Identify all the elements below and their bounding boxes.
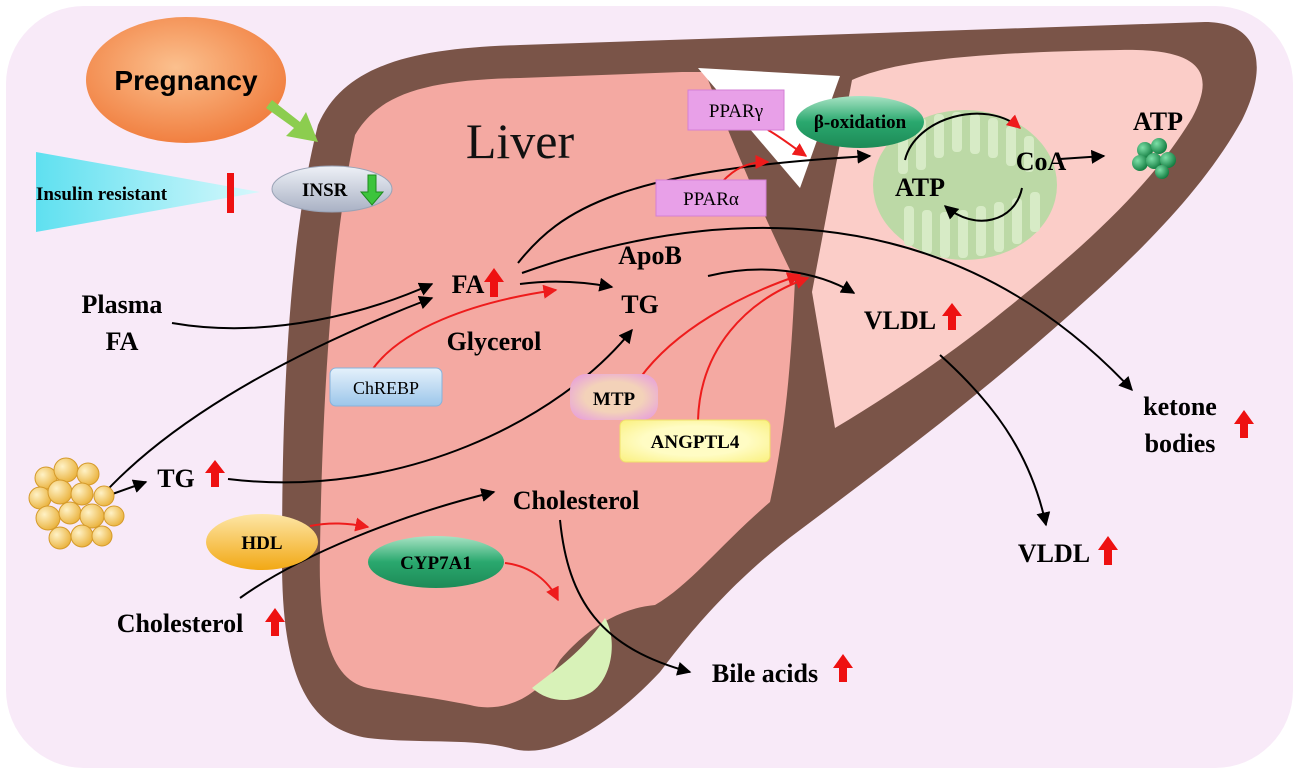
arrow-plasma-fa-to-fa bbox=[171, 282, 434, 330]
vldl-liver-label: VLDL bbox=[864, 306, 936, 335]
arrow-cholesterol-uptake bbox=[239, 488, 496, 599]
bile-acids-up-arrow-icon bbox=[833, 654, 853, 682]
beta-oxidation-label: β-oxidation bbox=[814, 112, 907, 133]
arrow-coa-to-atp bbox=[1059, 149, 1106, 164]
atp-inside-label: ATP bbox=[895, 173, 945, 202]
atp-spheres-icon bbox=[1132, 138, 1176, 179]
arrow-angptl4-regulation bbox=[697, 275, 810, 421]
tg-plasma-label: TG bbox=[157, 464, 195, 493]
down-arrow-icon bbox=[359, 174, 385, 206]
arrow-fa-to-ketone bbox=[521, 226, 1133, 392]
insr-label: INSR bbox=[302, 180, 348, 201]
arrow-chrebp-regulation bbox=[371, 284, 558, 371]
arrow-cholesterol-to-bile bbox=[559, 519, 692, 676]
mtp-box bbox=[570, 374, 658, 420]
fa-label: FA bbox=[452, 270, 485, 299]
fa-up-arrow-icon bbox=[484, 268, 504, 297]
glycerol-label: Glycerol bbox=[447, 327, 542, 356]
ppar-alpha-label: PPARα bbox=[683, 189, 739, 210]
arrow-hdl-regulation bbox=[309, 517, 370, 532]
ketone-up-arrow-icon bbox=[1234, 410, 1254, 438]
arrow-fa-to-oxidation bbox=[517, 149, 872, 264]
arrow-mtp-regulation bbox=[639, 272, 802, 379]
arrow-ppar-alpha-regulation bbox=[721, 155, 770, 183]
cholesterol-liver-label: Cholesterol bbox=[513, 486, 640, 515]
vldl-secreted-up-arrow-icon bbox=[1098, 536, 1118, 565]
hdl-label: HDL bbox=[241, 533, 282, 554]
gallbladder bbox=[532, 618, 612, 701]
chrebp-label: ChREBP bbox=[353, 378, 419, 398]
insr-ellipse bbox=[271, 165, 393, 213]
pregnancy-arrow bbox=[266, 100, 318, 142]
cycle-arrow-bottom bbox=[943, 187, 1023, 222]
ketone-label-line2: bodies bbox=[1145, 429, 1216, 458]
cyp7a1-label: CYP7A1 bbox=[400, 553, 472, 574]
tg-up-arrow-icon bbox=[205, 460, 225, 487]
pregnancy-ellipse bbox=[86, 17, 286, 143]
pregnancy-label: Pregnancy bbox=[114, 65, 258, 96]
insulin-resistant-wedge bbox=[36, 152, 260, 232]
ppar-gamma-label: PPARγ bbox=[709, 101, 763, 122]
ketone-label-line1: ketone bbox=[1143, 392, 1217, 421]
cycle-arrow-top bbox=[904, 112, 1022, 161]
plasma-fa-label-line1: Plasma bbox=[82, 290, 163, 319]
vldl-secreted-label: VLDL bbox=[1018, 539, 1090, 568]
apob-label: ApoB bbox=[618, 241, 682, 270]
ppar-gamma-box bbox=[687, 89, 785, 131]
cyp7a1-ellipse bbox=[368, 536, 504, 588]
mtp-label: MTP bbox=[593, 389, 636, 410]
arrow-adipose-to-fa bbox=[97, 295, 434, 501]
vldl-liver-up-arrow-icon bbox=[942, 303, 962, 330]
ppar-alpha-box bbox=[655, 179, 767, 217]
inhibition-bar-icon bbox=[227, 173, 234, 213]
liver-label: Liver bbox=[466, 113, 575, 169]
tg-liver-label: TG bbox=[621, 290, 659, 319]
arrow-apob-tg-to-vldl bbox=[707, 268, 856, 294]
coa-label: CoA bbox=[1016, 147, 1067, 176]
arrow-ppar-gamma-regulation bbox=[767, 129, 808, 157]
cholesterol-plasma-label: Cholesterol bbox=[117, 609, 244, 638]
arrow-tg-plasma-to-tg bbox=[227, 328, 633, 484]
arrow-fa-to-tg bbox=[519, 277, 614, 292]
arrow-cyp7a1-regulation bbox=[504, 562, 559, 602]
cholesterol-up-arrow-icon bbox=[265, 608, 285, 636]
beta-oxidation-ellipse bbox=[796, 96, 924, 148]
adipocyte-cluster-icon bbox=[28, 457, 125, 550]
atp-output-label: ATP bbox=[1133, 107, 1183, 136]
plasma-fa-label-line2: FA bbox=[106, 327, 139, 356]
bile-acids-label: Bile acids bbox=[712, 659, 818, 688]
arrow-vldl-secretion bbox=[939, 354, 1051, 527]
angptl4-label: ANGPTL4 bbox=[651, 432, 740, 453]
hdl-ellipse bbox=[206, 514, 318, 570]
chrebp-box bbox=[329, 367, 443, 407]
insulin-resistant-label: Insulin resistant bbox=[36, 184, 168, 205]
angptl4-box bbox=[619, 419, 771, 463]
